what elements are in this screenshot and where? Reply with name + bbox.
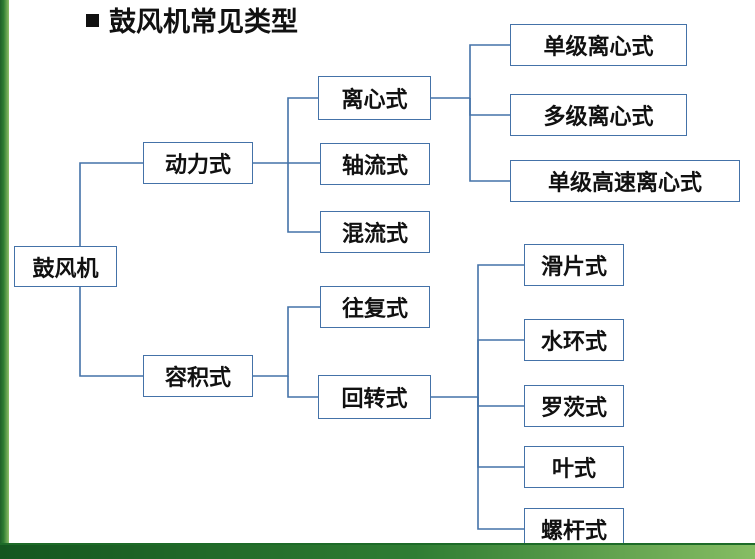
node-label: 水环式 bbox=[540, 329, 607, 355]
node-l2c[interactable]: 混流式 bbox=[320, 211, 430, 253]
node-root[interactable]: 鼓风机 bbox=[14, 246, 117, 287]
node-l3g[interactable]: 叶式 bbox=[524, 446, 624, 488]
node-label: 单级高速离心式 bbox=[547, 170, 702, 196]
node-l3a[interactable]: 单级离心式 bbox=[510, 24, 687, 66]
node-l2d[interactable]: 往复式 bbox=[320, 286, 430, 328]
node-l2e[interactable]: 回转式 bbox=[318, 375, 431, 419]
node-label: 动力式 bbox=[164, 152, 231, 178]
node-l3e[interactable]: 水环式 bbox=[524, 319, 624, 361]
node-label: 叶式 bbox=[551, 456, 596, 482]
bullet-icon bbox=[86, 14, 99, 27]
node-l3c[interactable]: 单级高速离心式 bbox=[510, 160, 740, 202]
node-label: 鼓风机 bbox=[32, 255, 99, 282]
node-l2b[interactable]: 轴流式 bbox=[320, 143, 430, 185]
node-l3f[interactable]: 罗茨式 bbox=[524, 385, 624, 427]
node-l1b[interactable]: 容积式 bbox=[143, 355, 253, 397]
node-label: 滑片式 bbox=[540, 254, 607, 280]
node-label: 容积式 bbox=[164, 365, 231, 391]
left-accent-bar bbox=[0, 0, 9, 559]
node-label: 多级离心式 bbox=[543, 104, 654, 130]
node-label: 混流式 bbox=[341, 221, 408, 247]
node-label: 罗茨式 bbox=[540, 395, 607, 421]
page-title-text: 鼓风机常见类型 bbox=[109, 7, 298, 38]
node-l1a[interactable]: 动力式 bbox=[143, 142, 253, 184]
node-label: 螺杆式 bbox=[540, 518, 607, 544]
node-l3b[interactable]: 多级离心式 bbox=[510, 94, 687, 136]
bottom-accent-line bbox=[0, 543, 755, 545]
node-label: 单级离心式 bbox=[543, 34, 654, 60]
node-label: 轴流式 bbox=[341, 153, 408, 179]
page-title: 鼓风机常见类型 bbox=[86, 6, 298, 40]
node-label: 离心式 bbox=[341, 87, 408, 113]
node-l2a[interactable]: 离心式 bbox=[318, 76, 431, 120]
node-label: 回转式 bbox=[341, 386, 408, 412]
bottom-accent-bar bbox=[0, 545, 755, 559]
node-l3d[interactable]: 滑片式 bbox=[524, 244, 624, 286]
node-label: 往复式 bbox=[341, 296, 408, 322]
